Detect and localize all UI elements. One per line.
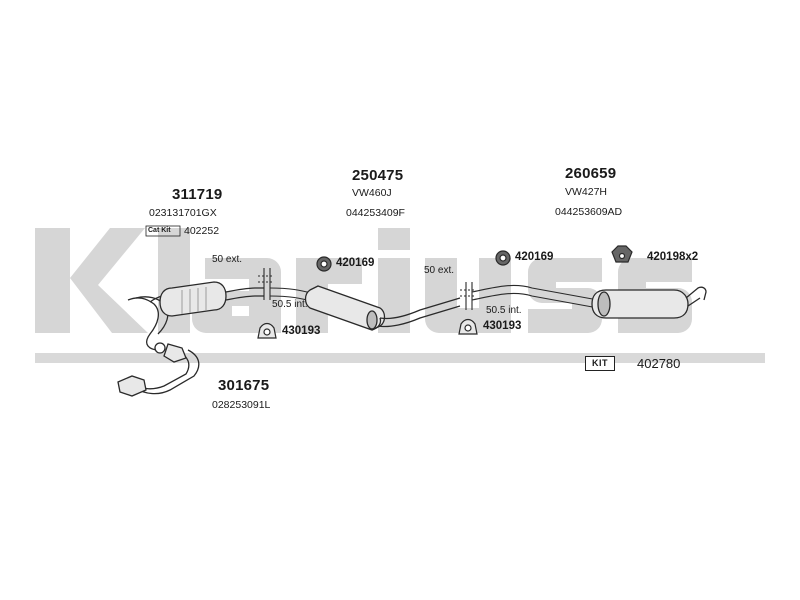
kit-number: 402780 [637, 356, 681, 371]
catalyst-oem-ref: 023131701GX [149, 207, 217, 219]
front-pipe-drawing [117, 296, 200, 397]
ext-note-b: 50 ext. [424, 265, 455, 276]
center-silencer-model-ref: VW460J [352, 187, 392, 199]
front-pipe-part-number: 301675 [218, 377, 270, 394]
ext-note-a: 50 ext. [212, 254, 243, 265]
kit-badge: KIT [585, 356, 615, 371]
mount-b-part-number: 420169 [515, 251, 554, 263]
center-silencer-part-number: 250475 [352, 167, 404, 184]
hanger-part-number: 420198x2 [647, 251, 699, 263]
watermark-bar [35, 353, 765, 363]
catalyst-part-number: 311719 [172, 186, 223, 203]
connector-b-drawing [460, 282, 599, 310]
front-pipe-oem-ref: 028253091L [212, 399, 271, 411]
center-silencer-drawing [304, 285, 461, 331]
clamp-a-icon [257, 322, 277, 339]
center-silencer-oem-ref: 044253409F [346, 207, 405, 219]
int-note-a: 50.5 int. [272, 299, 308, 310]
mount-a-part-number: 420169 [336, 257, 375, 269]
catalyst-drawing [149, 281, 264, 317]
rear-silencer-model-ref: VW427H [565, 186, 608, 198]
clamp-b-part-number: 430193 [483, 320, 522, 332]
hanger-icon [611, 245, 633, 263]
cat-kit-label: Cat Kit [148, 227, 171, 234]
mount-a-icon [316, 256, 332, 272]
cat-kit-icon-frame [145, 225, 181, 237]
cat-kit-number: 402252 [184, 225, 220, 237]
int-note-b: 50.5 int. [486, 305, 522, 316]
rear-silencer-drawing [591, 286, 707, 319]
mount-b-icon [495, 250, 511, 266]
rear-silencer-part-number: 260659 [565, 165, 617, 182]
rear-silencer-oem-ref: 044253609AD [555, 206, 623, 218]
clamp-a-part-number: 430193 [282, 325, 321, 337]
clamp-b-icon [458, 318, 478, 335]
